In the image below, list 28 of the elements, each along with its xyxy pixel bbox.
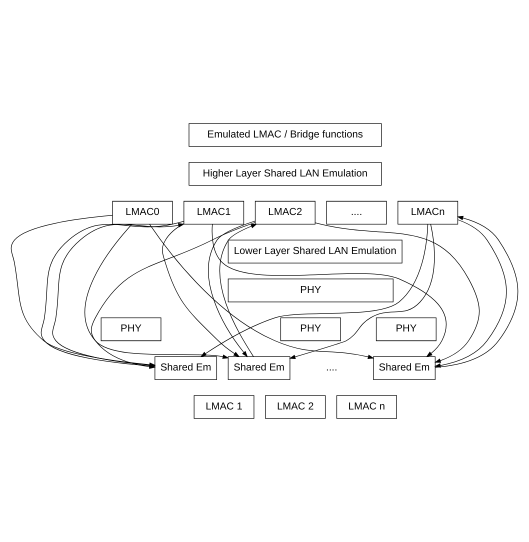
arrow [149, 224, 374, 359]
node-box: LMACn [398, 200, 458, 224]
arrow [84, 224, 229, 359]
node-box: Shared Em [154, 356, 218, 380]
node-box: Higher Layer Shared LAN Emulation [188, 162, 382, 186]
node-box: PHY [280, 318, 341, 342]
node-box: PHY [228, 278, 394, 302]
node-box: Shared Em [228, 356, 290, 380]
node-box: Emulated LMAC / Bridge functions [188, 123, 382, 147]
node-box: PHY [100, 318, 162, 342]
node-box: .... [326, 200, 387, 224]
arrow [162, 223, 240, 358]
node-box: LMAC 2 [265, 395, 326, 419]
arrow [435, 216, 518, 368]
arrow [289, 224, 435, 359]
node-box: Lower Layer Shared LAN Emulation [228, 240, 402, 264]
arrow [208, 220, 256, 358]
node-box: Shared Em [373, 356, 436, 380]
node-box: LMAC n [336, 395, 397, 419]
node-box: PHY [376, 318, 436, 342]
node-box: LMAC0 [112, 200, 173, 224]
label: .... [326, 362, 338, 374]
node-box: LMAC2 [254, 200, 316, 224]
arrow [314, 222, 480, 363]
arrow [434, 219, 507, 368]
node-box: LMAC1 [184, 200, 244, 224]
node-box: LMAC 1 [194, 395, 254, 419]
arrow [219, 224, 258, 357]
